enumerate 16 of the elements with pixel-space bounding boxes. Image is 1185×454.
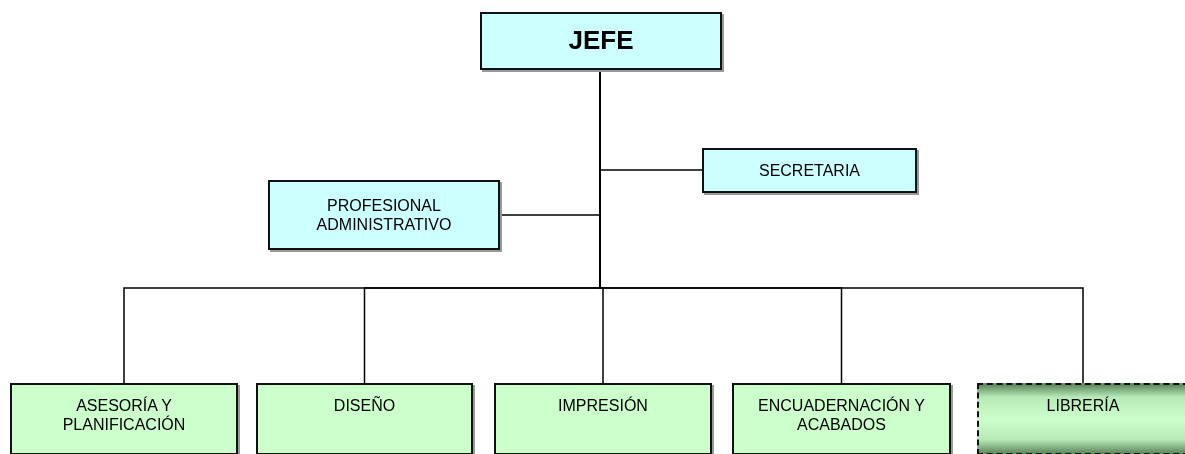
box-label: PROFESIONAL ADMINISTRATIVO	[315, 195, 453, 235]
org-box	[494, 383, 712, 454]
box-label: ASESORÍA Y PLANIFICACIÓN	[61, 396, 187, 435]
box-label: LIBRERÍA	[1046, 396, 1120, 416]
org-box	[702, 148, 917, 193]
box-label: JEFE	[568, 25, 634, 57]
box-label: ENCUADERNACIÓN Y ACABADOS	[757, 396, 926, 435]
box-label: DISEÑO	[333, 396, 396, 416]
org-box	[268, 180, 500, 250]
org-box	[480, 12, 722, 70]
org-box	[732, 383, 951, 454]
org-box	[10, 383, 238, 454]
box-label: IMPRESIÓN	[558, 396, 648, 416]
org-box	[256, 383, 473, 454]
box-label: SECRETARIA	[758, 160, 861, 181]
org-box	[977, 383, 1185, 454]
